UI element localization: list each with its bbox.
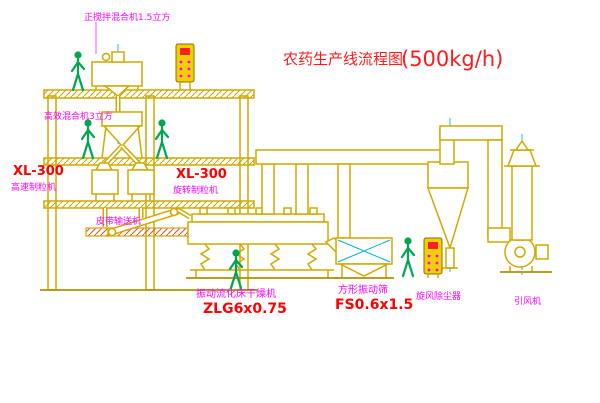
person-roof	[70, 50, 86, 92]
square-sieve	[334, 237, 394, 279]
exhaust-header-duct	[255, 149, 447, 239]
control-cabinet-top	[175, 43, 195, 90]
label-dryer-model: ZLG6x0.75	[203, 301, 287, 317]
person-right	[400, 236, 416, 278]
control-cabinet-right	[423, 237, 443, 278]
label-granulator-center: 旋转制粒机	[173, 184, 218, 196]
label-cyclone: 旋风除尘器	[416, 290, 461, 302]
label-belt-conveyor: 皮带输送机	[96, 215, 141, 227]
label-top-mixer: 正搅拌混合机1.5立方	[84, 11, 170, 23]
sieve-feed-duct	[337, 163, 351, 239]
label-fan: 引风机	[514, 295, 541, 307]
cyclone-outlet-duct	[439, 125, 511, 243]
label-xl300-left: XL-300	[13, 164, 64, 179]
y-splitter-duct	[102, 144, 142, 167]
person-mid-right	[154, 118, 170, 160]
label-xl300-center: XL-300	[176, 167, 227, 182]
label-high-eff-mixer: 高效混合机3立方	[44, 110, 113, 122]
diagram-title-capacity: (500kg/h)	[401, 47, 503, 71]
belt-conveyor	[107, 206, 192, 238]
fluid-bed-dryer	[186, 207, 350, 279]
granulator-right	[127, 162, 155, 201]
granulator-left	[91, 162, 119, 201]
label-sieve-model: FS0.6x1.5	[335, 297, 413, 313]
top-mixer	[91, 51, 143, 112]
mezzanine-slab	[85, 227, 191, 237]
high-efficiency-mixer	[101, 111, 143, 159]
discharge-pipes	[102, 208, 144, 227]
label-granulator-left: 高速制粒机	[11, 181, 56, 193]
diagram-title: 农药生产线流程图	[283, 50, 403, 68]
label-dryer: 振动流化床干燥机	[196, 287, 276, 300]
person-mid-left	[80, 118, 96, 160]
exhaust-stack	[504, 139, 540, 241]
label-square-sieve: 方形振动筛	[338, 283, 388, 296]
